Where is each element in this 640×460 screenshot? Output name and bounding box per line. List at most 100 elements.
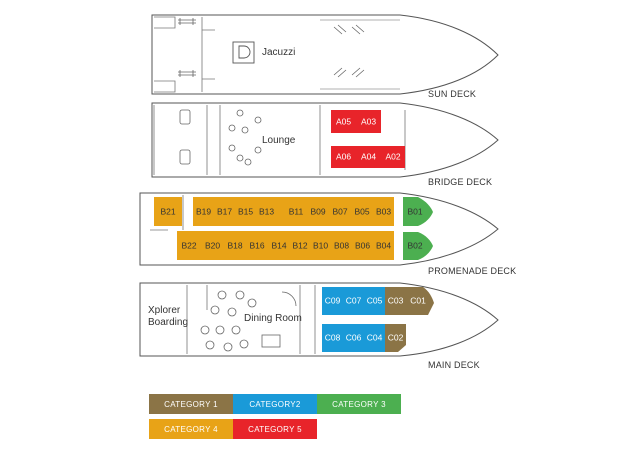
cabin-c09-label: C09 xyxy=(325,295,341,305)
main-deck: Xplorer Boarding Dining Room C09 C07 C05… xyxy=(139,282,499,370)
cabin-b02[interactable]: B02 xyxy=(403,232,433,260)
cabin-b06-label: B06 xyxy=(355,240,370,250)
cabin-a02[interactable]: A02 xyxy=(381,146,405,168)
main-deck-hull xyxy=(139,282,499,357)
cabin-b18[interactable]: B18 xyxy=(224,231,246,260)
sun-deck: Jacuzzi SUN DECK xyxy=(151,14,499,99)
cabin-a03[interactable]: A03 xyxy=(356,110,381,133)
cabin-a05-label: A05 xyxy=(336,116,351,126)
legend-category-4: CATEGORY 4 xyxy=(149,419,233,439)
cabin-b14[interactable]: B14 xyxy=(268,231,290,260)
cabin-b16-label: B16 xyxy=(249,240,264,250)
cabin-a04-label: A04 xyxy=(361,151,376,161)
bridge-deck: Lounge A05 A03 A06 A04 A02 BRIDGE DECK xyxy=(151,102,499,187)
cabin-b20[interactable]: B20 xyxy=(201,231,224,260)
cabin-c01[interactable]: C01 xyxy=(406,287,434,315)
cabin-c04[interactable]: C04 xyxy=(364,324,385,352)
cabin-c04-label: C04 xyxy=(367,332,383,342)
cabin-b21[interactable]: B21 xyxy=(154,197,182,226)
cabin-b15[interactable]: B15 xyxy=(235,197,256,226)
cabin-b02-label: B02 xyxy=(407,240,422,250)
legend-category-5: CATEGORY 5 xyxy=(233,419,317,439)
cabin-c06[interactable]: C06 xyxy=(343,324,364,352)
bridge-deck-structure xyxy=(153,105,406,175)
cabin-b03-label: B03 xyxy=(376,206,391,216)
cabin-b04[interactable]: B04 xyxy=(373,231,394,260)
cabin-b09-label: B09 xyxy=(310,206,325,216)
cabin-b17[interactable]: B17 xyxy=(214,197,235,226)
cabin-b07[interactable]: B07 xyxy=(329,197,351,226)
cabin-b07-label: B07 xyxy=(332,206,347,216)
lounge-chair-icon xyxy=(320,19,400,90)
cabin-b17-label: B17 xyxy=(217,206,232,216)
cabin-a03-label: A03 xyxy=(361,116,376,126)
main-deck-label: MAIN DECK xyxy=(428,360,480,370)
sun-deck-structure xyxy=(201,17,215,92)
cabin-b15-label: B15 xyxy=(238,206,253,216)
cabin-b06[interactable]: B06 xyxy=(352,231,373,260)
promenade-deck-label: PROMENADE DECK xyxy=(428,266,516,276)
cabin-b12-label: B12 xyxy=(292,240,307,250)
lounge-table-icon xyxy=(228,109,262,166)
cabin-b13[interactable]: B13 xyxy=(256,197,277,226)
cabin-b19-label: B19 xyxy=(196,206,211,216)
cabin-c08-label: C08 xyxy=(325,332,341,342)
legend-category-2: CATEGORY2 xyxy=(233,394,317,414)
cabin-b01-label: B01 xyxy=(407,206,422,216)
cabin-b13-label: B13 xyxy=(259,206,274,216)
cabin-b04-label: B04 xyxy=(376,240,391,250)
legend-category-1: CATEGORY 1 xyxy=(149,394,233,414)
cabin-b12[interactable]: B12 xyxy=(290,231,310,260)
cabin-b11-label: B11 xyxy=(289,206,304,216)
main-deck-structure xyxy=(186,285,316,354)
cabin-b01[interactable]: B01 xyxy=(403,197,433,226)
dining-table-icon xyxy=(200,290,257,352)
stair-icon xyxy=(261,334,281,348)
jacuzzi-label: Jacuzzi xyxy=(262,47,295,58)
cabin-c08[interactable]: C08 xyxy=(322,324,343,352)
cabin-c07[interactable]: C07 xyxy=(343,287,364,315)
cabin-c05-label: C05 xyxy=(367,295,383,305)
cabin-c01-label: C01 xyxy=(410,295,426,305)
lounge-label: Lounge xyxy=(262,135,296,146)
cabin-c02[interactable]: C02 xyxy=(385,324,406,352)
cabin-c05[interactable]: C05 xyxy=(364,287,385,315)
jacuzzi-icon xyxy=(232,41,255,64)
cabin-b09[interactable]: B09 xyxy=(307,197,329,226)
cabin-c06-label: C06 xyxy=(346,332,362,342)
cabin-b21-label: B21 xyxy=(160,206,175,216)
cabin-b08[interactable]: B08 xyxy=(331,231,352,260)
stern-bench-icon xyxy=(154,80,176,93)
legend-category-3: CATEGORY 3 xyxy=(317,394,401,414)
cabin-b22[interactable]: B22 xyxy=(177,231,201,260)
sun-deck-hull xyxy=(151,14,499,95)
boarding-label-line1: Xplorer xyxy=(148,305,181,316)
cabin-b18-label: B18 xyxy=(227,240,242,250)
cabin-b03[interactable]: B03 xyxy=(373,197,394,226)
cabin-b10-label: B10 xyxy=(313,240,328,250)
cabin-b20-label: B20 xyxy=(205,240,220,250)
cabin-c09[interactable]: C09 xyxy=(322,287,343,315)
cabin-a06-label: A06 xyxy=(336,151,351,161)
dining-room-label: Dining Room xyxy=(244,313,302,324)
cabin-b19[interactable]: B19 xyxy=(193,197,214,226)
promenade-deck-structure xyxy=(150,195,184,231)
cabin-c03[interactable]: C03 xyxy=(385,287,406,315)
cabin-b11[interactable]: B11 xyxy=(277,197,307,226)
door-arc-icon xyxy=(281,291,297,307)
cabin-c07-label: C07 xyxy=(346,295,362,305)
cabin-b10[interactable]: B10 xyxy=(310,231,331,260)
cabin-a02-label: A02 xyxy=(385,151,400,161)
sun-lounger-icon xyxy=(178,18,196,77)
cabin-a05[interactable]: A05 xyxy=(331,110,356,133)
jacuzzi-tub xyxy=(238,45,251,59)
cabin-b05[interactable]: B05 xyxy=(351,197,373,226)
cabin-b16[interactable]: B16 xyxy=(246,231,268,260)
cabin-c03-label: C03 xyxy=(388,295,404,305)
cabin-a04[interactable]: A04 xyxy=(356,146,381,168)
cabin-a06[interactable]: A06 xyxy=(331,146,356,168)
sun-deck-label: SUN DECK xyxy=(428,89,476,99)
cabin-b14-label: B14 xyxy=(271,240,286,250)
bridge-deck-label: BRIDGE DECK xyxy=(428,177,492,187)
